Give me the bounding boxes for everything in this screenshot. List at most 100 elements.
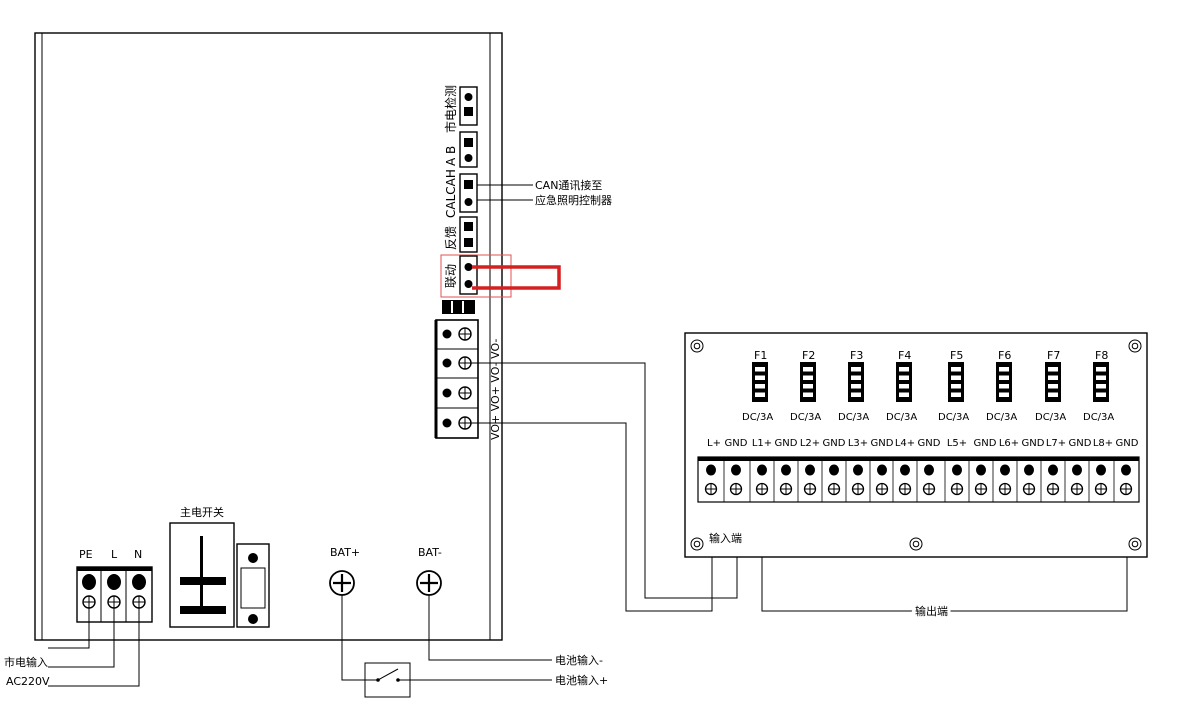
fuse-body [996, 362, 1012, 402]
fuse-rating: DC/3A [838, 412, 869, 423]
fuse-rating: DC/3A [790, 412, 821, 423]
terminal-screw-n [132, 595, 146, 609]
board-terminal-label: GND [725, 438, 748, 449]
board-terminal [992, 461, 1012, 502]
fuse-name: F3 [850, 349, 863, 362]
fuse-slot [899, 367, 909, 372]
fuse-rating: DC/3A [938, 412, 969, 423]
fuse-rating: DC/3A [742, 412, 773, 423]
board-terminal-label: GND [1116, 438, 1139, 449]
board-terminal [704, 464, 718, 496]
fuse-slot [851, 384, 861, 389]
board-terminal-label: GND [974, 438, 997, 449]
board-terminal-label: L6+ [999, 438, 1019, 449]
fuse-body [948, 362, 964, 402]
wire-pe [48, 608, 90, 649]
mount-hole-bottom-center [909, 537, 923, 551]
fuse-name: F7 [1047, 349, 1060, 362]
fuse-slot [851, 375, 861, 380]
label-vo-pins: VO+ VO+ VO- VO- [489, 339, 502, 440]
fuse-slot [755, 384, 765, 389]
bat-minus-label: BAT- [418, 546, 442, 559]
board-terminal-label: L5+ [947, 438, 967, 449]
board-terminal [916, 461, 936, 502]
pin-header [442, 300, 475, 314]
connector-feedback [459, 216, 478, 253]
fuse-slot [851, 367, 861, 372]
fuse-body [848, 362, 864, 402]
fuse-slot [951, 375, 961, 380]
board-terminal-label: GND [1022, 438, 1045, 449]
board-terminal [1064, 461, 1084, 502]
battery-input-plus-label: 电池输入+ [555, 673, 608, 687]
board-terminal-label: L+ [707, 438, 721, 449]
fuse-rating: DC/3A [886, 412, 917, 423]
wire-bat-plus [341, 595, 365, 681]
fuse-slot [999, 384, 1009, 389]
output-side-label: 输出端 [915, 604, 948, 618]
connector-mains-detect [459, 86, 478, 126]
fuse-slot [755, 392, 765, 397]
wire-l [48, 608, 115, 668]
fuse-rating: DC/3A [986, 412, 1017, 423]
label-can-h-l: CALCAH [444, 169, 458, 218]
linkage-highlight-box [440, 254, 512, 298]
fuse-body [752, 362, 768, 402]
fuse-row: F1DC/3AF2DC/3AF3DC/3AF4DC/3AF5DC/3AF6DC/… [742, 349, 1114, 423]
wire-vo-plus [470, 422, 713, 612]
fuse-slot [755, 367, 765, 372]
fuse-slot [803, 367, 813, 372]
output-terminal-block [434, 319, 479, 439]
vo-terminal-4 [442, 416, 472, 430]
board-terminal-label: GND [823, 438, 846, 449]
battery-switch [364, 662, 411, 698]
bat-minus-terminal [416, 570, 442, 596]
label-feedback: 反馈 [444, 226, 458, 250]
board-terminal [1088, 461, 1108, 502]
battery-input-minus-label: 电池输入- [555, 653, 603, 667]
board-terminal [944, 461, 964, 502]
main-switch [169, 522, 270, 628]
connector-can-hl [459, 173, 478, 213]
board-terminal [821, 461, 841, 502]
terminal-label-pe: PE [79, 548, 93, 561]
board-terminal [1040, 461, 1060, 502]
fuse-name: F4 [898, 349, 911, 362]
fuse-name: F5 [950, 349, 963, 362]
fuse-slot [755, 375, 765, 380]
can-note-line-2: 应急照明控制器 [535, 193, 612, 207]
fuse-slot [803, 384, 813, 389]
can-note-line-1: CAN通讯接至 [535, 179, 602, 192]
vo-terminal-2 [442, 356, 472, 370]
wire-n [48, 608, 140, 687]
fuse-slot [1048, 392, 1058, 397]
fuse-slot [1096, 392, 1106, 397]
fuse-name: F6 [998, 349, 1011, 362]
board-terminal [869, 461, 889, 502]
board-terminal [892, 461, 912, 502]
fuse-slot [999, 392, 1009, 397]
terminal-screw-l [107, 595, 121, 609]
fuse-slot [999, 375, 1009, 380]
board-terminal-label: L4+ [895, 438, 915, 449]
ac220v-label: AC220V [6, 675, 50, 688]
fuse-slot [951, 392, 961, 397]
board-terminal-label: L3+ [848, 438, 868, 449]
fuse-slot [851, 392, 861, 397]
fuse-slot [999, 367, 1009, 372]
mount-hole-bottom-left [690, 537, 704, 551]
fuse-slot [1048, 375, 1058, 380]
fuse-slot [1096, 367, 1106, 372]
board-terminal-label: GND [775, 438, 798, 449]
fuse-name: F8 [1095, 349, 1108, 362]
fuse-name: F2 [802, 349, 815, 362]
